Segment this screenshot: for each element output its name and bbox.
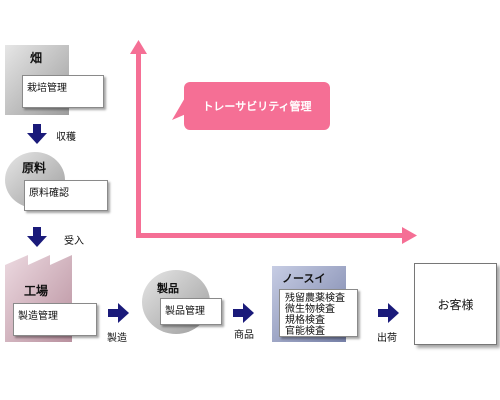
- inspection-item-microbe: 微生物検査: [285, 304, 335, 315]
- inspection-item-pesticide: 残留農薬検査: [285, 293, 345, 304]
- factory-title: 工場: [24, 284, 49, 298]
- field-title: 畑: [30, 51, 43, 65]
- inspection-item-standard: 規格検査: [285, 315, 325, 326]
- raw-material-box: 原料確認: [24, 180, 108, 211]
- customer-box: お客様: [414, 263, 497, 345]
- product-box: 製品管理: [160, 298, 222, 325]
- traceability-axes: [130, 40, 417, 244]
- right-arrow-1: [108, 303, 129, 323]
- right-arrow-3: [378, 303, 399, 323]
- harvest-label: 収穫: [56, 132, 76, 143]
- factory-box: 製造管理: [13, 303, 97, 336]
- field-process-box: 栽培管理: [22, 75, 104, 108]
- inspection-item-sensory: 官能検査: [285, 326, 325, 337]
- shipping-label: 出荷: [377, 333, 397, 344]
- raw-material-title: 原料: [22, 161, 47, 175]
- nosui-inspection-box: 残留農薬検査 微生物検査 規格検査 官能検査: [279, 289, 358, 337]
- down-arrow-2: [27, 227, 47, 247]
- nosui-title: ノースイ: [282, 272, 326, 285]
- goods-label: 商品: [234, 330, 254, 341]
- receiving-label: 受入: [64, 236, 84, 247]
- down-arrow-1: [27, 124, 47, 144]
- traceability-callout: トレーサビリティ管理: [184, 82, 330, 130]
- right-arrow-2: [233, 303, 254, 323]
- manufacture-label: 製造: [107, 333, 127, 344]
- product-title: 製品: [157, 282, 179, 295]
- callout-pointer: [172, 96, 186, 120]
